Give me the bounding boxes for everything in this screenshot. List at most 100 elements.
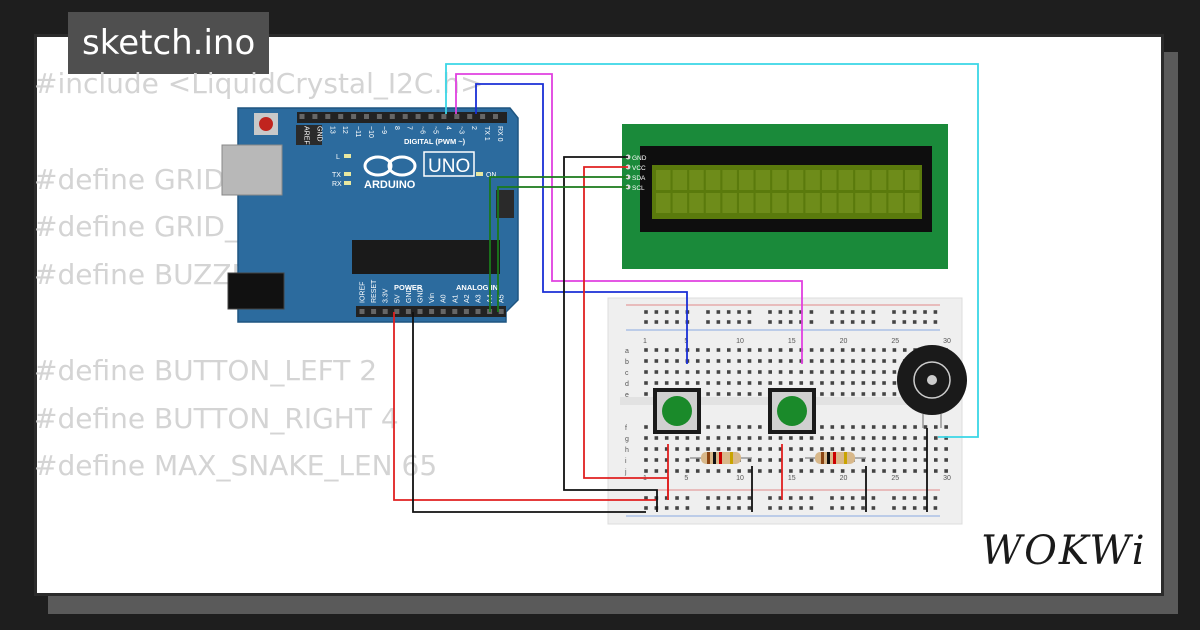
breadboard-hole: [654, 469, 659, 473]
breadboard-hole: [664, 320, 669, 324]
breadboard-hole: [737, 425, 741, 429]
breadboard-hole: [664, 381, 669, 385]
breadboard-hole: [850, 506, 855, 510]
breadboard-hole: [664, 506, 669, 510]
breadboard-hole: [758, 425, 762, 429]
header-pin: [312, 114, 318, 119]
header-pin: [454, 114, 460, 119]
breadboard-hole: [840, 320, 845, 324]
breadboard-hole: [675, 320, 679, 324]
breadboard-column-number: 25: [891, 475, 899, 482]
breadboard-hole: [892, 320, 896, 324]
wire-red-5v: [393, 312, 656, 501]
breadboard-hole: [851, 381, 855, 385]
breadboard-hole: [861, 469, 866, 473]
header-pin: [325, 114, 331, 119]
breadboard-hole: [892, 310, 896, 314]
breadboard-hole: [913, 425, 917, 429]
breadboard-hole: [716, 320, 721, 324]
breadboard-hole: [861, 458, 866, 462]
breadboard-hole: [695, 381, 700, 385]
pin-label: ~9: [380, 126, 387, 134]
breadboard-hole: [809, 469, 814, 473]
breadboard-hole: [902, 458, 907, 462]
breadboard-hole: [778, 310, 783, 314]
wire-green-scl: [497, 186, 628, 312]
lcd-cell: [755, 170, 771, 190]
breadboard-hole: [820, 392, 824, 396]
breadboard-hole: [685, 436, 690, 440]
breadboard-hole: [830, 320, 834, 324]
arduino-model: UNO: [428, 156, 470, 177]
breadboard-hole: [820, 381, 824, 385]
breadboard-hole: [882, 458, 886, 462]
header-pin: [475, 309, 481, 314]
lcd-cell: [705, 170, 721, 190]
pin-label: RX 0: [496, 126, 503, 142]
buzzer[interactable]: [897, 345, 967, 428]
pushbutton-left[interactable]: [653, 388, 701, 434]
header-pin: [382, 309, 388, 314]
breadboard-row-letter: b: [625, 359, 629, 366]
breadboard-hole: [851, 392, 855, 396]
breadboard-hole: [664, 359, 669, 363]
breadboard-hole: [850, 320, 855, 324]
breadboard-hole: [644, 392, 648, 396]
breadboard-hole: [737, 310, 741, 314]
breadboard-hole: [944, 436, 948, 440]
pin-label: GND: [406, 287, 413, 303]
breadboard-hole: [716, 310, 721, 314]
header-pin: [417, 309, 423, 314]
breadboard-hole: [840, 359, 845, 363]
lcd-cell: [822, 170, 837, 190]
wokwi-logo: WOKWi: [981, 528, 1147, 574]
breadboard-hole: [768, 469, 772, 473]
breadboard-hole: [716, 392, 721, 396]
breadboard-hole: [727, 359, 731, 363]
breadboard-hole: [902, 320, 907, 324]
breadboard-hole: [737, 496, 741, 500]
breadboard-hole: [902, 496, 907, 500]
breadboard-hole: [871, 359, 876, 363]
breadboard-hole: [664, 469, 669, 473]
pin-label: ~6: [419, 126, 426, 134]
breadboard-hole: [727, 370, 731, 374]
lcd-cell: [705, 193, 721, 213]
breadboard-hole: [675, 436, 679, 440]
breadboard-hole: [840, 370, 845, 374]
breadboard-hole: [675, 458, 679, 462]
breadboard-hole: [644, 436, 648, 440]
breadboard-hole: [727, 348, 731, 352]
breadboard-hole: [933, 310, 938, 314]
breadboard-hole: [747, 348, 752, 352]
breadboard-hole: [830, 496, 834, 500]
breadboard-hole: [809, 359, 814, 363]
breadboard-hole: [747, 436, 752, 440]
breadboard-hole: [923, 436, 928, 440]
breadboard-column-number: 20: [840, 338, 848, 345]
breadboard-hole: [695, 469, 700, 473]
header-pin: [359, 309, 365, 314]
pin-label: 4: [444, 126, 451, 130]
breadboard-hole: [871, 425, 876, 429]
breadboard-hole: [706, 447, 710, 451]
breadboard-hole: [716, 425, 721, 429]
pin-label: A2: [464, 294, 471, 303]
breadboard-hole: [871, 447, 876, 451]
breadboard-hole: [902, 310, 907, 314]
breadboard-hole: [861, 348, 866, 352]
breadboard-hole: [737, 348, 741, 352]
breadboard-hole: [737, 320, 741, 324]
breadboard-hole: [933, 496, 938, 500]
breadboard-hole: [789, 447, 793, 451]
breadboard-hole: [944, 458, 948, 462]
arduino-uno-board[interactable]: ARDUINO UNO DIGITAL (PWM ~) POWER ANALOG…: [221, 107, 519, 323]
breadboard-hole: [747, 447, 752, 451]
breadboard-hole: [716, 359, 721, 363]
pushbutton-right[interactable]: [768, 388, 816, 434]
breadboard-hole: [706, 425, 710, 429]
breadboard-hole: [809, 348, 814, 352]
breadboard-column-number: 20: [840, 475, 848, 482]
breadboard-hole: [871, 392, 876, 396]
